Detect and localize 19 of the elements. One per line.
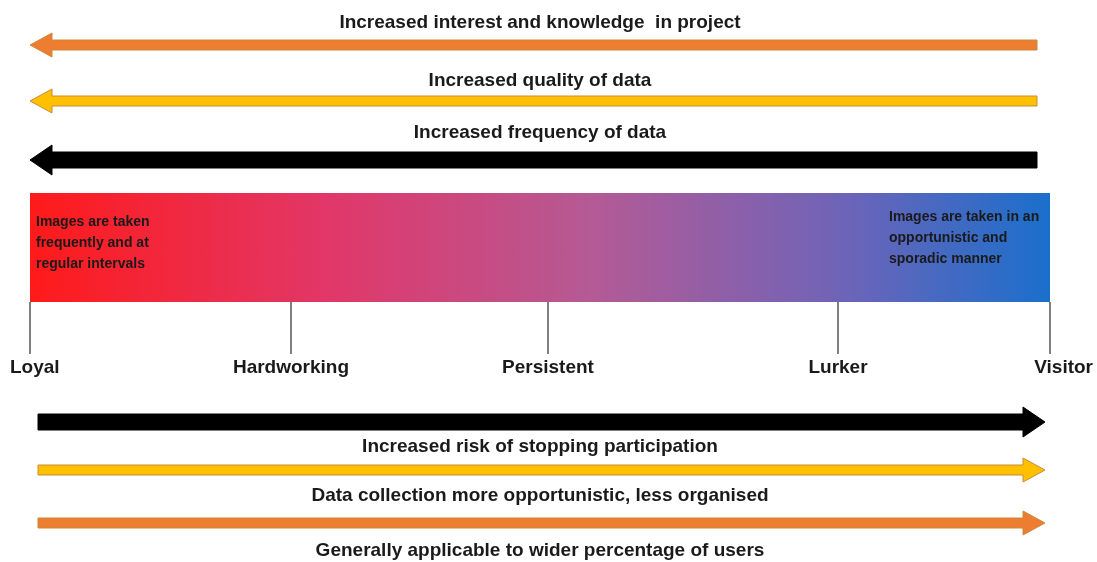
arrow-label: Increased frequency of data xyxy=(413,121,667,143)
tick-line xyxy=(547,301,549,355)
category-label: Persistent xyxy=(502,356,594,378)
arrow-label: Data collection more opportunistic, less organised xyxy=(311,484,769,506)
tick-line xyxy=(1049,301,1051,355)
category-label: Visitor xyxy=(1034,356,1093,378)
category-label: Hardworking xyxy=(232,356,350,378)
tick-line xyxy=(290,301,292,355)
gradient-bar xyxy=(30,193,1050,302)
arrow-label: Increased interest and knowledge in project xyxy=(339,11,741,33)
tick-line xyxy=(29,301,31,355)
bar-note: Images are taken in an opportunistic and sporadic manner xyxy=(889,207,1041,268)
category-label: Loyal xyxy=(10,356,60,378)
arrow-label: Increased quality of data xyxy=(428,69,652,91)
category-label: Lurker xyxy=(808,356,868,378)
arrow-label: Generally applicable to wider percentage of users xyxy=(315,539,765,561)
tick-line xyxy=(837,301,839,355)
arrow-label: Increased risk of stopping participation xyxy=(362,435,718,457)
bar-note: Images are taken frequently and at regular intervals xyxy=(36,212,151,273)
